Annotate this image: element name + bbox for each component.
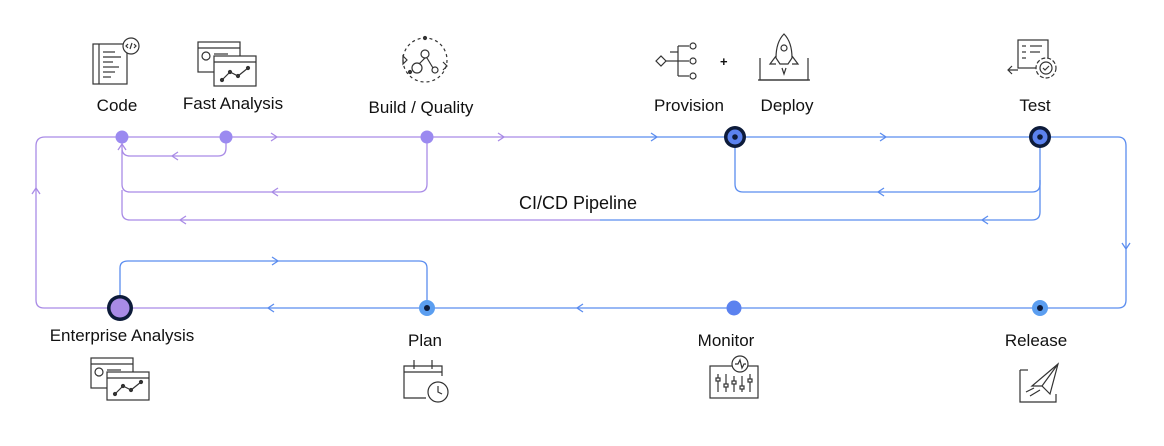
node-test [1029, 126, 1051, 148]
arrow-right-top-4 [879, 132, 888, 142]
arrow-right-top-3 [650, 132, 659, 142]
code-editor-icon [92, 37, 140, 85]
test-code-loop-blue [600, 180, 1041, 221]
stage-label-enterprise-analysis: Enterprise Analysis [49, 326, 195, 345]
arrow-left-fast-loop [170, 151, 179, 161]
pipeline-title: CI/CD Pipeline [518, 193, 638, 213]
arrow-left-bottom-1 [575, 303, 584, 313]
stage-label-build-quality: Build / Quality [368, 98, 474, 117]
plus-sign: + [720, 54, 728, 69]
test-settings-icon [1007, 39, 1057, 79]
arrow-right-top-1 [270, 132, 279, 142]
test-provision-loop [734, 137, 1041, 193]
build-loop [121, 137, 428, 193]
analytics-windows-icon [197, 41, 257, 87]
node-provision [724, 126, 746, 148]
arrow-up-code [117, 142, 127, 151]
enterprise-plan-loop [119, 260, 428, 308]
fast-analysis-loop [121, 137, 227, 157]
arrow-down-right [1121, 242, 1131, 251]
right-return-line [1040, 250, 1127, 309]
arrow-left-bottom-2 [266, 303, 275, 313]
release-paper-plane-icon [1019, 362, 1060, 403]
arrow-up-left [31, 186, 41, 195]
arrow-left-long-loop-1 [980, 215, 989, 225]
stage-label-release: Release [1004, 331, 1068, 350]
test-code-loop-purple [121, 190, 600, 221]
monitor-dashboard-icon [709, 355, 759, 399]
provision-network-icon [655, 42, 697, 80]
node-monitor [726, 300, 742, 316]
arrow-left-build-loop [270, 187, 279, 197]
flow-lines [35, 136, 1127, 309]
arrow-right-top-2 [497, 132, 506, 142]
node-plan [419, 300, 435, 316]
stage-label-fast-analysis: Fast Analysis [182, 94, 284, 113]
top-line-blue [560, 136, 1127, 250]
stage-label-provision: Provision [654, 96, 724, 115]
arrow-left-test-loop [876, 187, 885, 197]
stage-label-plan: Plan [407, 331, 443, 350]
node-fast-analysis [219, 130, 233, 144]
calendar-clock-icon [403, 360, 449, 403]
bottom-line-purple [35, 188, 240, 309]
build-cycle-icon [402, 35, 448, 83]
top-line-purple [35, 136, 560, 188]
node-enterprise-analysis [107, 295, 133, 321]
arrow-right-enterprise-loop [271, 256, 280, 266]
stage-label-test: Test [1019, 96, 1051, 115]
stage-label-deploy: Deploy [760, 96, 814, 115]
arrow-heads [31, 132, 1131, 313]
node-code [115, 130, 129, 144]
rocket-deploy-icon [758, 33, 810, 81]
node-build-quality [420, 130, 434, 144]
arrow-left-long-loop-2 [178, 215, 187, 225]
stage-label-code: Code [96, 96, 138, 115]
analytics-windows-icon [90, 357, 150, 401]
node-release [1032, 300, 1048, 316]
nodes [107, 126, 1051, 321]
stage-label-monitor: Monitor [697, 331, 755, 350]
